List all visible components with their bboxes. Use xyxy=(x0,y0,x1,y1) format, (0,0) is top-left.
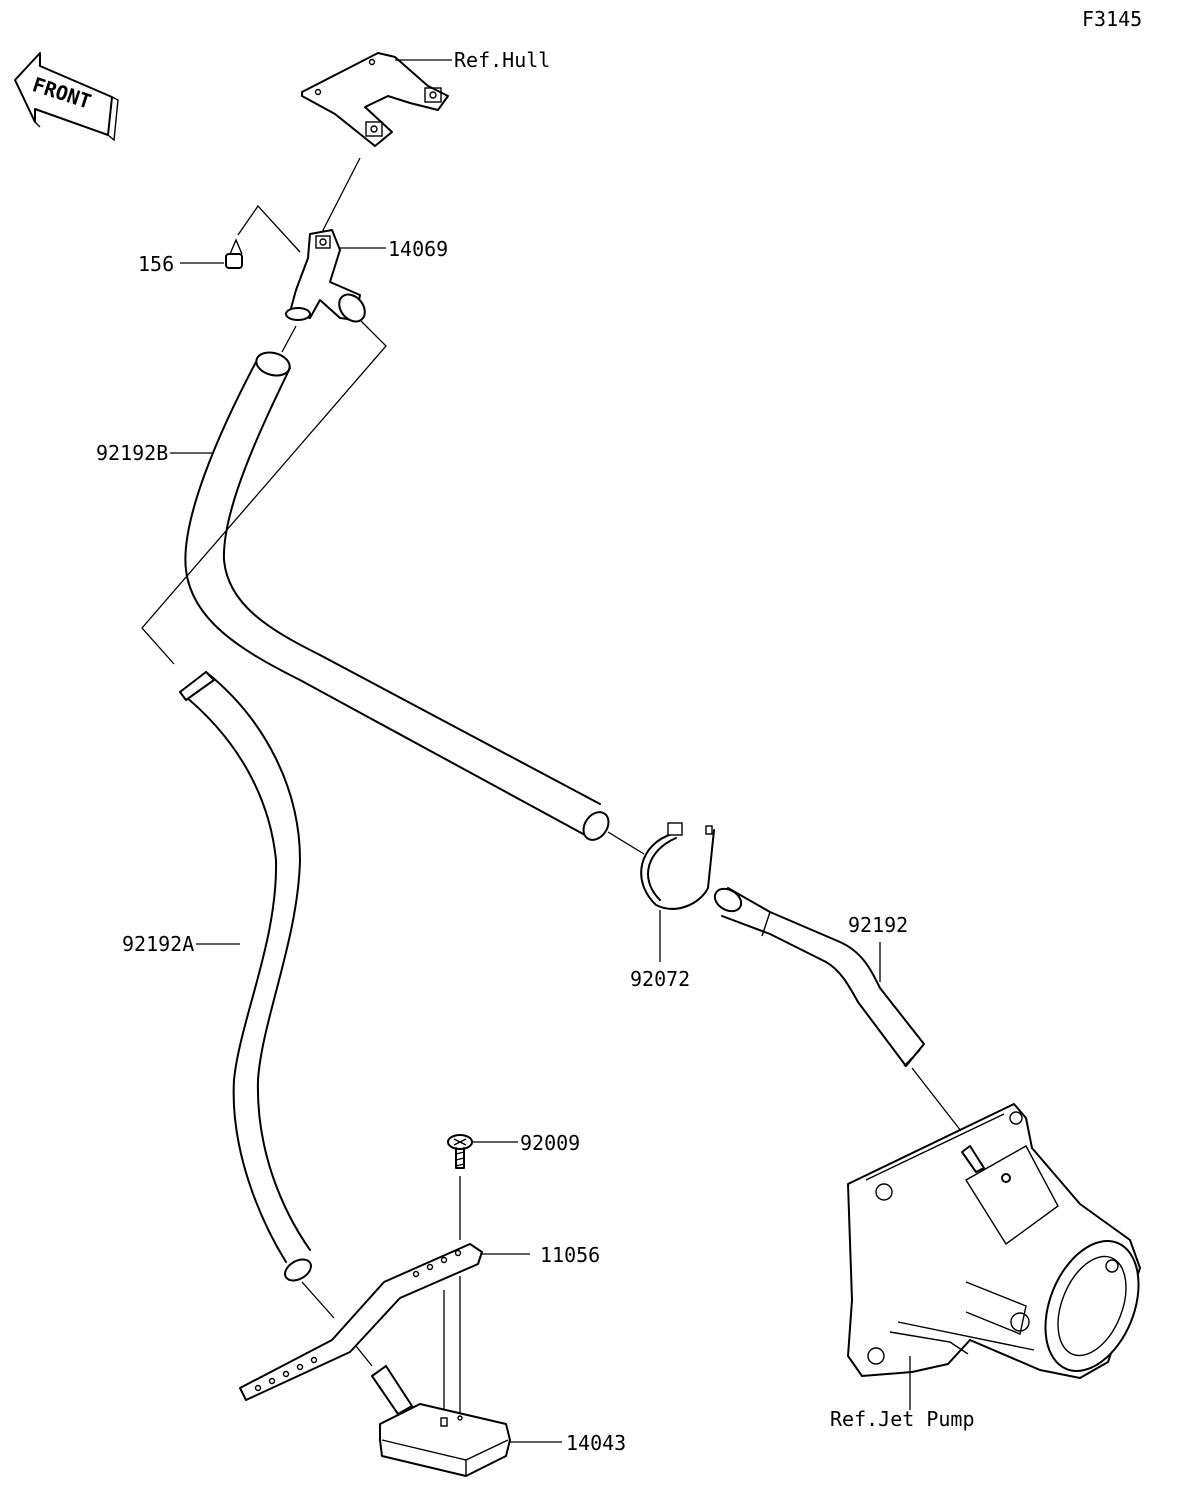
filter-14043 xyxy=(371,1365,511,1477)
label-11056: 11056 xyxy=(540,1243,600,1267)
label-14043: 14043 xyxy=(566,1431,626,1455)
label-ref-jet-pump: Ref.Jet Pump xyxy=(830,1407,975,1431)
bracket-11056 xyxy=(239,1243,483,1401)
label-92009: 92009 xyxy=(520,1131,580,1155)
label-14069: 14069 xyxy=(388,237,448,261)
hull-bracket xyxy=(301,52,449,147)
screw-92009 xyxy=(447,1134,473,1169)
jet-pump xyxy=(847,1103,1141,1379)
screw-156 xyxy=(225,238,243,269)
label-92072: 92072 xyxy=(630,967,690,991)
fitting-14069 xyxy=(285,229,366,323)
hose-92192A xyxy=(179,671,312,1282)
label-92192B: 92192B xyxy=(96,441,168,465)
label-156: 156 xyxy=(138,252,174,276)
hose-92192 xyxy=(713,887,925,1067)
front-arrow-icon: FRONT xyxy=(14,52,119,142)
label-92192A: 92192A xyxy=(122,932,194,956)
label-92192: 92192 xyxy=(848,913,908,937)
diagram-id: F3145 xyxy=(1082,7,1142,31)
label-ref-hull: Ref.Hull xyxy=(454,48,550,72)
hose-92192B xyxy=(184,351,610,841)
clamp-92072 xyxy=(640,822,715,910)
